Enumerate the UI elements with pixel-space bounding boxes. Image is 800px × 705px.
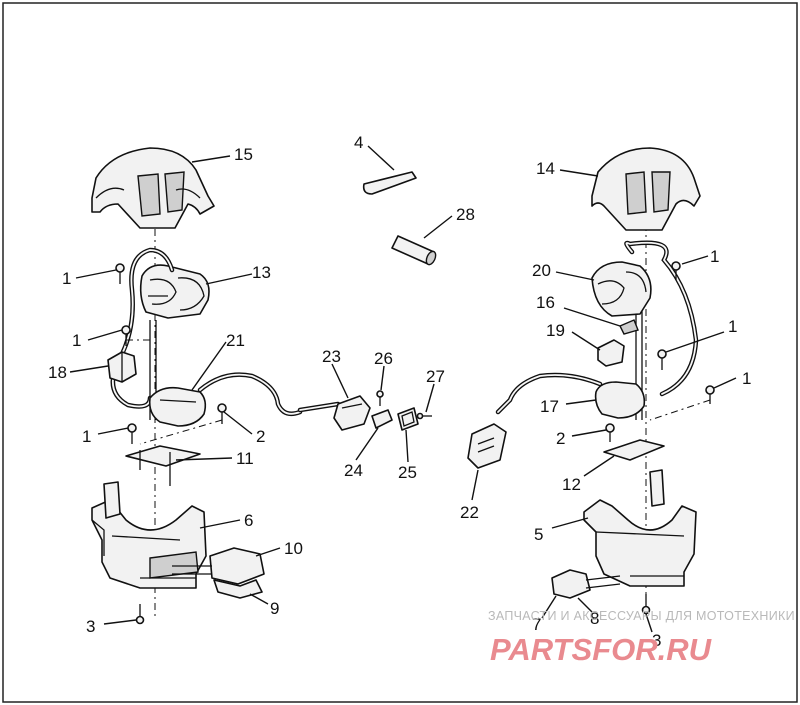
callout-22: 22	[460, 503, 479, 522]
bracket-left-11	[125, 445, 201, 467]
callout-8: 8	[590, 609, 599, 628]
callout-1: 1	[82, 427, 91, 446]
lower-switch-housing-left	[91, 481, 207, 589]
callout-28: 28	[456, 205, 475, 224]
callout-25: 25	[398, 463, 417, 482]
leader-lines	[69, 145, 737, 633]
watermark-brand: PARTSFOR.RU	[490, 632, 713, 667]
callout-17: 18	[48, 363, 67, 382]
left-switch-assembly	[91, 147, 341, 625]
callout-numbers: 15 1 13 1 18 21 2 1 11 6 10 9 3 4 28 23 …	[48, 133, 751, 650]
callout-1: 1	[742, 369, 751, 388]
sleeve-28	[391, 235, 437, 266]
switch-right-18	[597, 339, 625, 367]
callout-24: 24	[344, 461, 363, 480]
callout-1: 1	[62, 269, 71, 288]
seal-24	[371, 409, 393, 429]
callout-16: 16	[536, 293, 555, 312]
callout-9: 9	[270, 599, 279, 618]
callout-3: 3	[652, 631, 661, 650]
callout-1: 1	[72, 331, 81, 350]
callout-13: 13	[252, 263, 271, 282]
callout-19: 17	[540, 397, 559, 416]
pin-27	[416, 412, 432, 420]
screws-right	[605, 261, 715, 615]
callout-18: 19	[546, 321, 565, 340]
callout-15: 15	[234, 145, 253, 164]
middle-parts	[333, 171, 437, 431]
cable-tie-4	[362, 171, 417, 195]
callout-5: 5	[534, 525, 543, 544]
upper-switch-housing-left	[91, 147, 215, 229]
callout-6: 6	[244, 511, 253, 530]
switch-left-13	[139, 264, 210, 319]
right-switch-assembly	[467, 147, 715, 615]
callout-11: 11	[236, 449, 254, 468]
upper-switch-housing-right	[591, 147, 701, 231]
callout-7: 7	[532, 615, 541, 634]
watermark: ЗАПЧАСТИ И АКСЕССУАРЫ ДЛЯ МОТОТЕХНИКИ PA…	[488, 609, 795, 667]
callout-2: 2	[256, 427, 265, 446]
connector-23	[333, 395, 371, 431]
connector-left-10	[172, 547, 265, 599]
callout-4: 4	[354, 133, 363, 152]
pin-26	[376, 390, 384, 406]
callout-1: 1	[710, 247, 719, 266]
callout-14: 14	[536, 159, 555, 178]
callout-2: 2	[556, 429, 565, 448]
connector-right-7	[551, 569, 621, 599]
callout-1: 1	[728, 317, 737, 336]
lower-switch-housing-right	[583, 469, 697, 587]
callout-3: 3	[86, 617, 95, 636]
callout-23: 23	[322, 347, 341, 366]
callout-21: 21	[226, 331, 245, 350]
callout-27: 27	[426, 367, 445, 386]
connector-22	[467, 423, 507, 469]
callout-10: 10	[284, 539, 303, 558]
switch-left-21	[148, 386, 207, 427]
screws-left	[115, 263, 227, 625]
switch-right-19	[594, 381, 646, 419]
watermark-tagline: ЗАПЧАСТИ И АКСЕССУАРЫ ДЛЯ МОТОТЕХНИКИ	[488, 609, 795, 623]
switch-right-20	[591, 261, 652, 317]
gasket-25	[397, 407, 419, 431]
callout-12: 12	[562, 475, 581, 494]
bracket-right-12	[603, 439, 665, 461]
callout-26: 26	[374, 349, 393, 368]
switch-left-17	[107, 351, 137, 383]
callout-20: 20	[532, 261, 551, 280]
insert-16	[619, 319, 639, 335]
